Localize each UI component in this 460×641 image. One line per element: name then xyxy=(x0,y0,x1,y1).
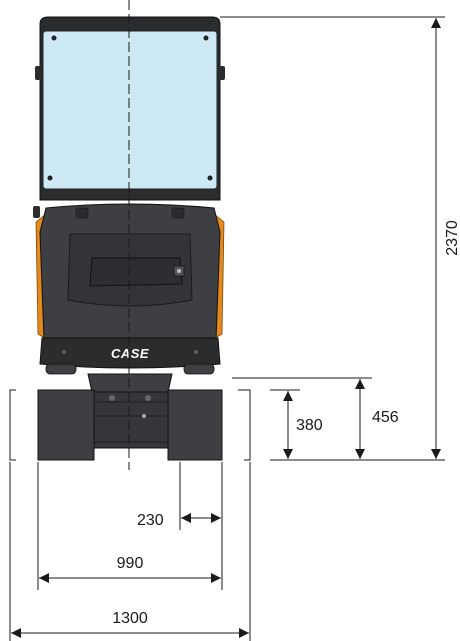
glass-bolt xyxy=(203,35,209,41)
bracket-right xyxy=(244,389,251,461)
center-frame xyxy=(79,391,181,449)
body-clip xyxy=(75,207,89,219)
cab-side-handle xyxy=(33,206,40,218)
glass-bolt xyxy=(207,175,213,181)
machine-drawing: CASE xyxy=(33,16,225,461)
step-left xyxy=(45,363,77,375)
frame-bolt xyxy=(142,414,146,418)
label-track-height: 380 xyxy=(296,417,323,434)
undercarriage-center xyxy=(87,373,173,393)
cab-side-handle xyxy=(35,66,41,80)
bracket-left xyxy=(9,389,16,461)
cab-window-glass xyxy=(42,30,218,190)
glass-bolt xyxy=(51,35,57,41)
frame-bolt xyxy=(145,395,151,401)
dimension-annotations xyxy=(9,16,445,641)
glass-bolt xyxy=(47,175,53,181)
label-overall-width: 1300 xyxy=(112,610,148,627)
front-latch-dot xyxy=(177,269,181,273)
bumper-light xyxy=(192,348,200,356)
body-clip xyxy=(171,207,185,219)
bumper-light xyxy=(60,348,68,356)
label-ground-clearance-height: 456 xyxy=(372,409,399,426)
frame-bolt xyxy=(109,395,115,401)
label-overall-height: 2370 xyxy=(444,220,460,256)
cab-side-handle xyxy=(219,66,225,80)
inner-hatch xyxy=(89,257,183,287)
track-right xyxy=(167,389,223,461)
label-track-width: 230 xyxy=(137,512,164,529)
label-track-gauge: 990 xyxy=(117,555,144,572)
brand-logo: CASE xyxy=(111,346,149,361)
track-left xyxy=(37,389,95,461)
step-right xyxy=(183,363,215,375)
